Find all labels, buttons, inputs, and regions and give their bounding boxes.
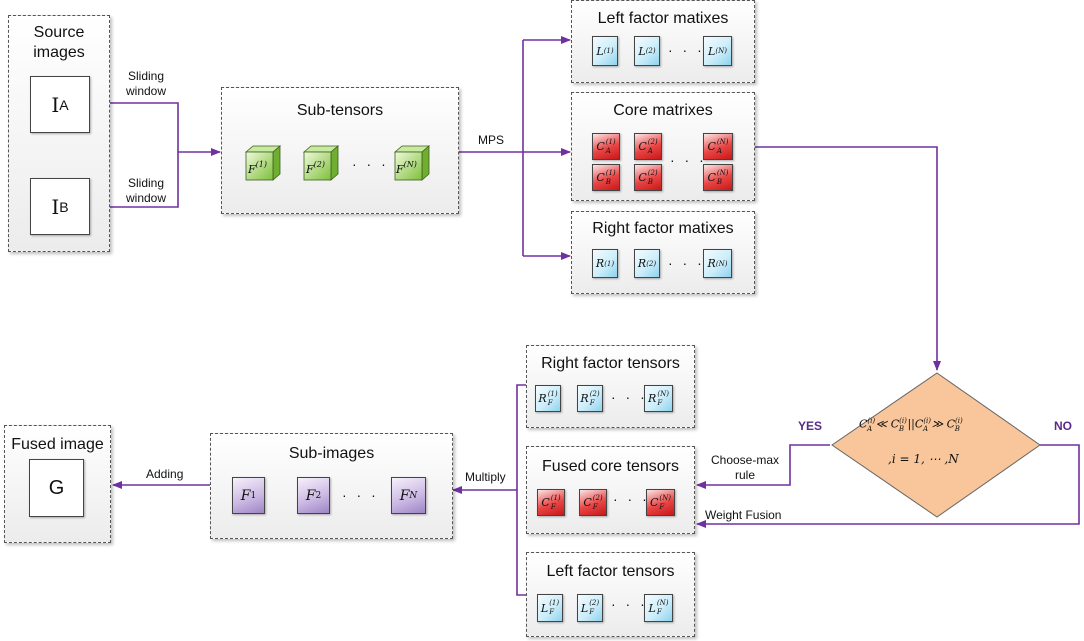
right-factor-title: Right factor matixes [592, 220, 734, 237]
yes-label: YES [798, 419, 823, 433]
weight-fusion-label: Weight Fusion [705, 508, 782, 522]
left-factor-title: Left factor matixes [597, 10, 729, 27]
sub-tensor-cube-1 [245, 145, 282, 181]
left-factor-l1: L(1) [592, 36, 618, 66]
no-label: NO [1054, 419, 1072, 433]
right-factor-r1: R(1) [592, 249, 618, 278]
sub-tensor-cube-2 [302, 145, 340, 181]
sub-tensors-title: Sub-tensors [296, 102, 384, 119]
right-tensor-rf2: R(2)F [577, 385, 603, 412]
left-tensor-lfn: L(N)F [644, 594, 673, 622]
right-factor-r2: R(2) [634, 249, 660, 278]
left-tensor-lf1: L(1)F [537, 594, 563, 622]
multiply-label: Multiply [465, 470, 506, 484]
decision-condition: C(i)A ≪ C(i)B ||C(i)A ≫ C(i)B [859, 417, 963, 433]
core-matrixes-title: Core matrixes [613, 102, 713, 119]
right-tensor-ellipsis: · · · [611, 389, 648, 405]
sliding-window-label-a: Sliding window [125, 69, 167, 98]
sub-images-title: Sub-images [288, 445, 375, 462]
fused-core-ellipsis: · · · [613, 491, 650, 507]
right-factor-rn: R(N) [703, 249, 732, 278]
left-factor-ellipsis: · · · [668, 42, 705, 58]
right-tensors-title: Right factor tensors [541, 355, 680, 372]
left-tensor-ellipsis: · · · [611, 596, 648, 612]
source-images-title: Source images [33, 24, 85, 61]
mps-label: MPS [478, 133, 505, 147]
core-can: C(N)A [703, 133, 733, 160]
sub-tensor-ellipsis: · · · [352, 156, 389, 172]
fused-core-cf1: C(1)F [537, 489, 565, 516]
sub-tensor-cube-n [393, 145, 431, 181]
choose-max-label: Choose-max rule [710, 453, 780, 482]
right-factor-ellipsis: · · · [668, 255, 705, 271]
fused-core-cfn: C(N)F [646, 489, 675, 516]
sliding-window-label-b: Sliding window [125, 176, 167, 205]
left-tensors-title: Left factor tensors [546, 563, 675, 580]
decision-range: ,i = 1, ⋯ ,N [888, 452, 959, 466]
fused-core-title: Fused core tensors [542, 458, 679, 475]
core-cbn: C(N)B [703, 164, 733, 191]
right-tensor-rfn: R(N)F [644, 385, 673, 412]
core-cb1: C(1)B [592, 164, 620, 191]
left-factor-l2: L(2) [634, 36, 660, 66]
decision-diamond [831, 372, 1041, 518]
left-tensor-lf2: L(2)F [577, 594, 603, 622]
left-factor-ln: L(N) [703, 36, 732, 66]
right-tensor-rf1: R(1)F [535, 385, 561, 412]
fused-image-g: G [29, 459, 84, 517]
core-ca2: C(2)A [634, 133, 662, 160]
core-cb2: C(2)B [634, 164, 662, 191]
sub-images-ellipsis: · · · [342, 487, 379, 503]
core-ca1: C(1)A [592, 133, 620, 160]
adding-label: Adding [146, 467, 184, 481]
fused-core-cf2: C(2)F [579, 489, 607, 516]
fused-image-title: Fused image [11, 436, 104, 453]
core-ellipsis: · · · [670, 152, 707, 168]
sub-tensor-cubes: F(1) F(2) F(N) [245, 145, 431, 181]
